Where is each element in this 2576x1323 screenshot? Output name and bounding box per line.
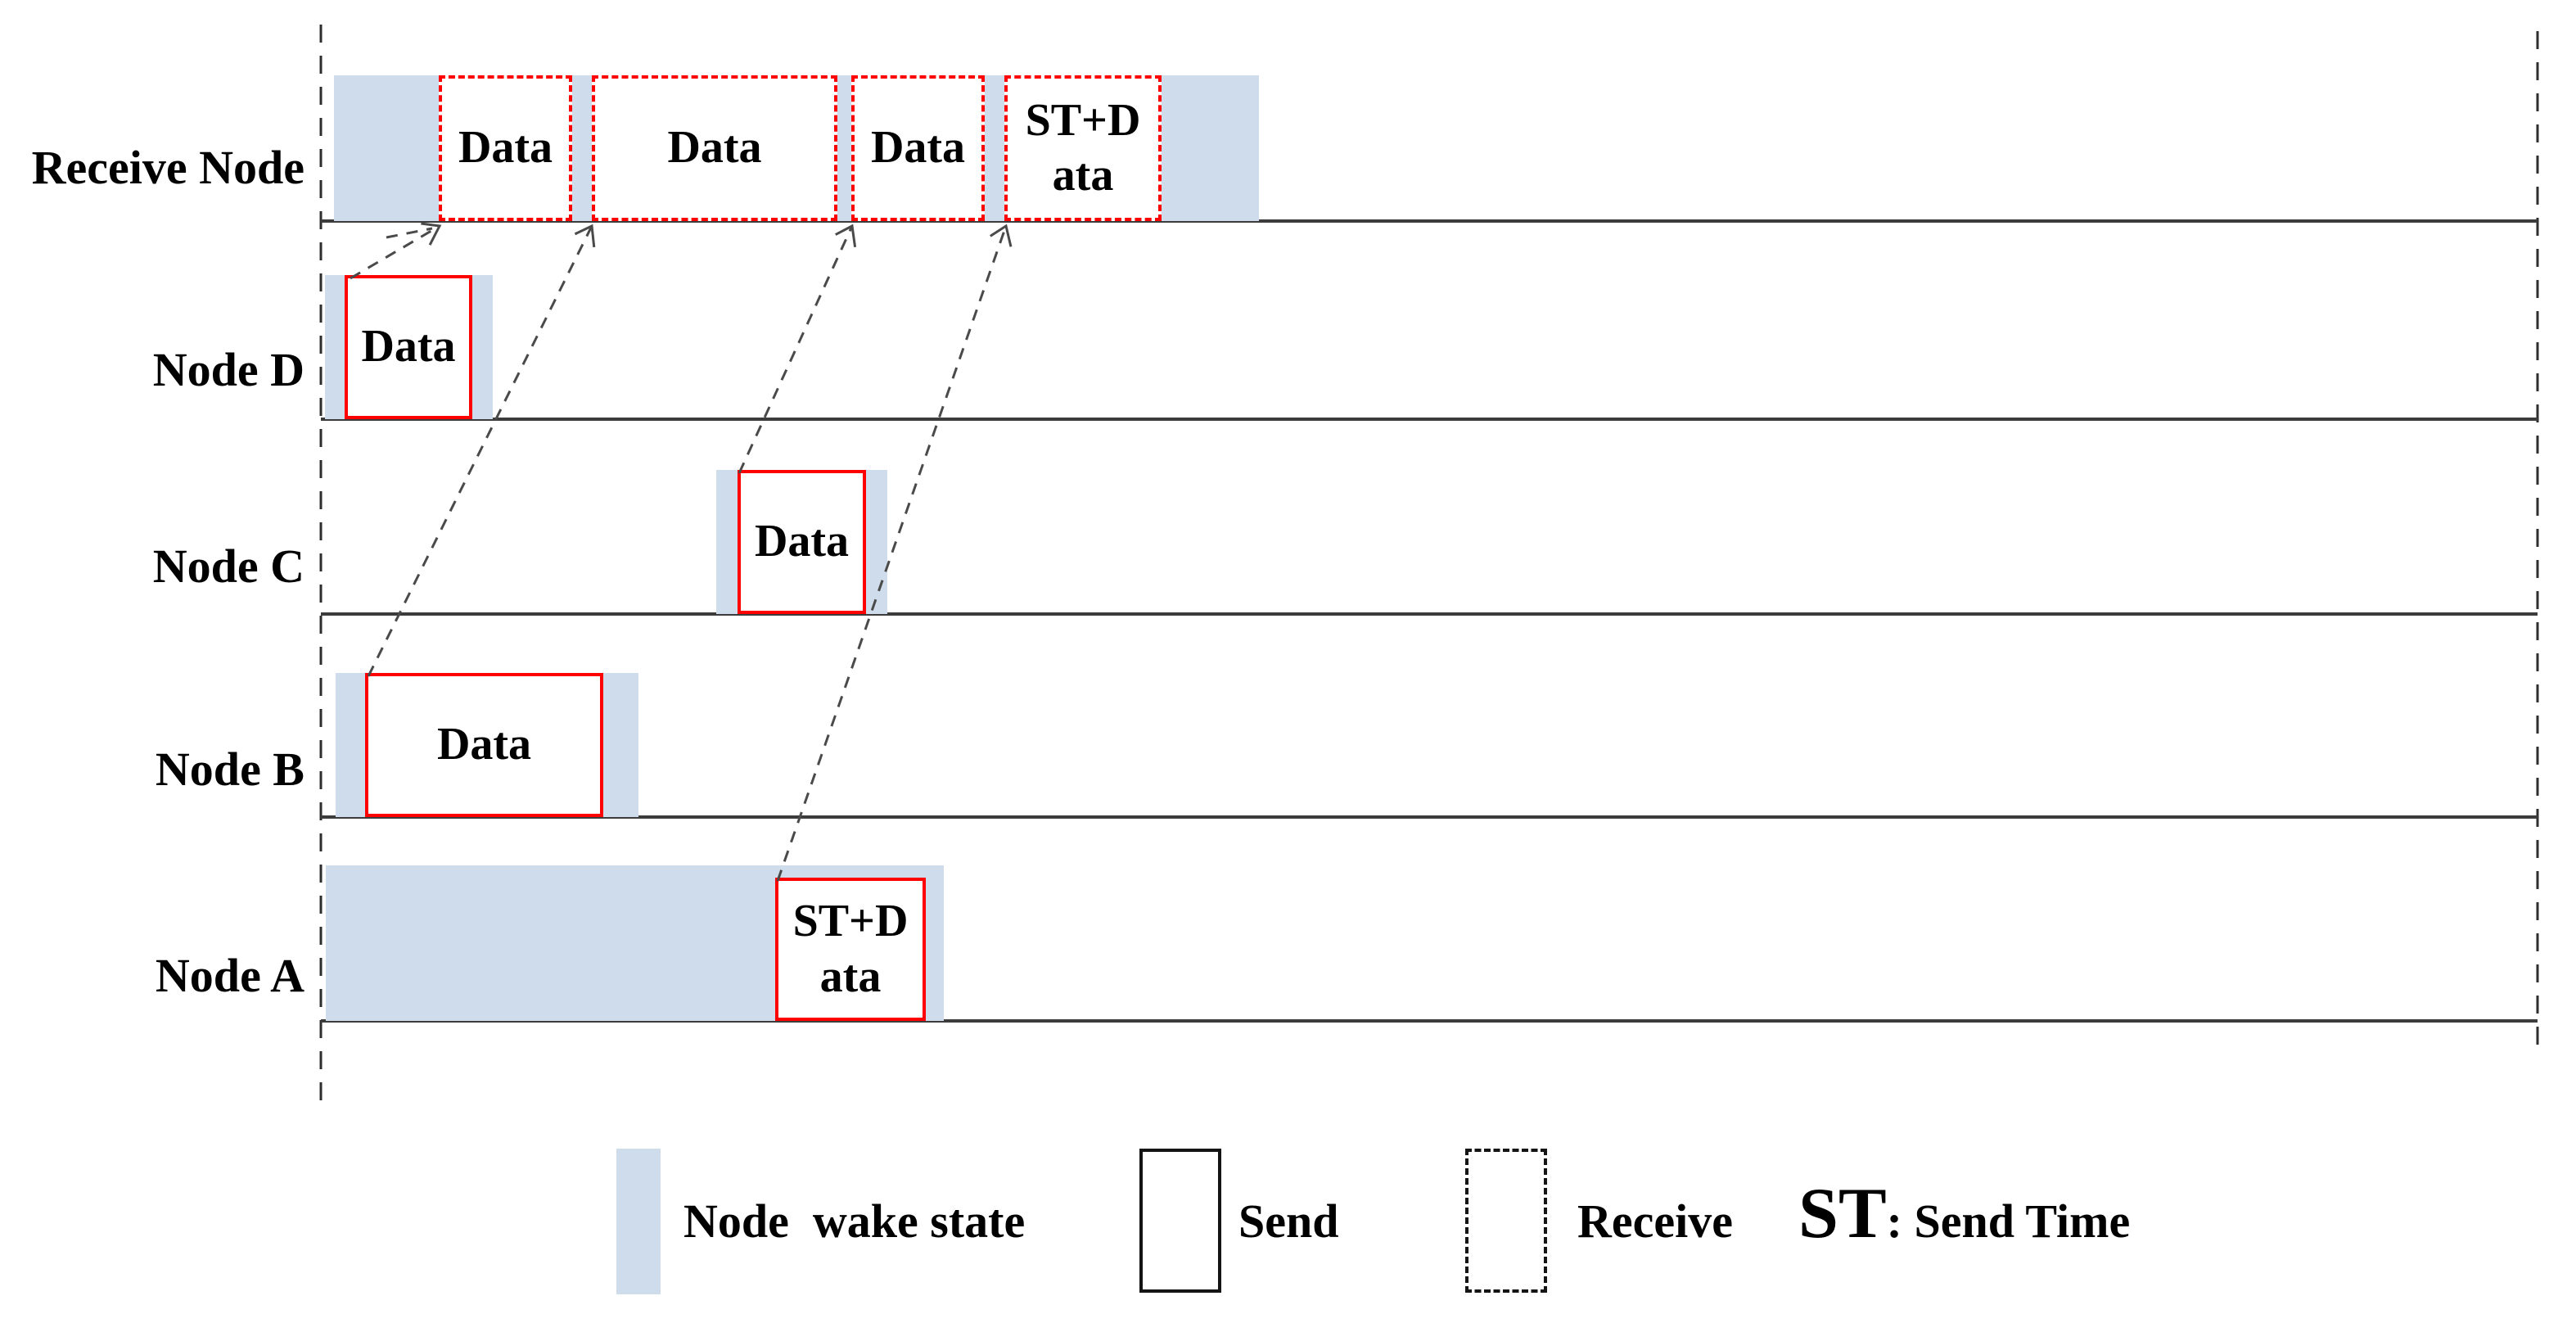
legend-wake-label: Node wake state: [683, 1194, 1026, 1248]
arrow-node-d-to-receive: [350, 222, 442, 280]
send-frame-node-b: Data: [365, 673, 603, 817]
arrow-node-d-tail-segment: [386, 227, 433, 239]
legend-st-definition: ST: Send Time: [1798, 1172, 2130, 1255]
row-label-receive-node: Receive Node: [31, 141, 305, 194]
frame-label-line1: ST+D: [1025, 94, 1141, 146]
frame-label-line1: ST+D: [792, 896, 909, 947]
row-label-node-d: Node D: [152, 343, 305, 396]
send-frame-node-c: Data: [738, 470, 866, 614]
receive-frame-4: ST+D ata: [1004, 75, 1162, 221]
frame-label: Data: [361, 321, 456, 373]
arrow-node-c-to-receive: [738, 224, 857, 474]
frame-label-line2: ata: [819, 950, 882, 1002]
receive-frame-1: Data: [439, 75, 572, 221]
row-label-node-a: Node A: [155, 949, 305, 1002]
receive-frame-2: Data: [592, 75, 837, 221]
frame-label: Data: [754, 516, 850, 567]
st-meaning: : Send Time: [1886, 1194, 2131, 1248]
legend-receive-label: Receive: [1577, 1194, 1733, 1248]
send-frame-node-d: Data: [345, 275, 472, 419]
row-label-node-b: Node B: [155, 743, 305, 796]
send-frame-node-a: ST+D ata: [775, 878, 926, 1021]
legend-send-swatch: [1139, 1149, 1221, 1293]
st-abbreviation: ST: [1798, 1174, 1887, 1253]
frame-label: Data: [667, 122, 762, 174]
frame-label: Data: [436, 719, 532, 770]
legend-receive-swatch: [1465, 1149, 1547, 1293]
frame-label-line2: ata: [1052, 150, 1114, 201]
legend-send-label: Send: [1238, 1194, 1339, 1248]
frame-label: Data: [870, 122, 966, 174]
legend-wake-swatch: [616, 1149, 661, 1294]
frame-label: Data: [458, 122, 553, 174]
receive-frame-3: Data: [851, 75, 985, 221]
row-label-node-c: Node C: [152, 540, 305, 593]
